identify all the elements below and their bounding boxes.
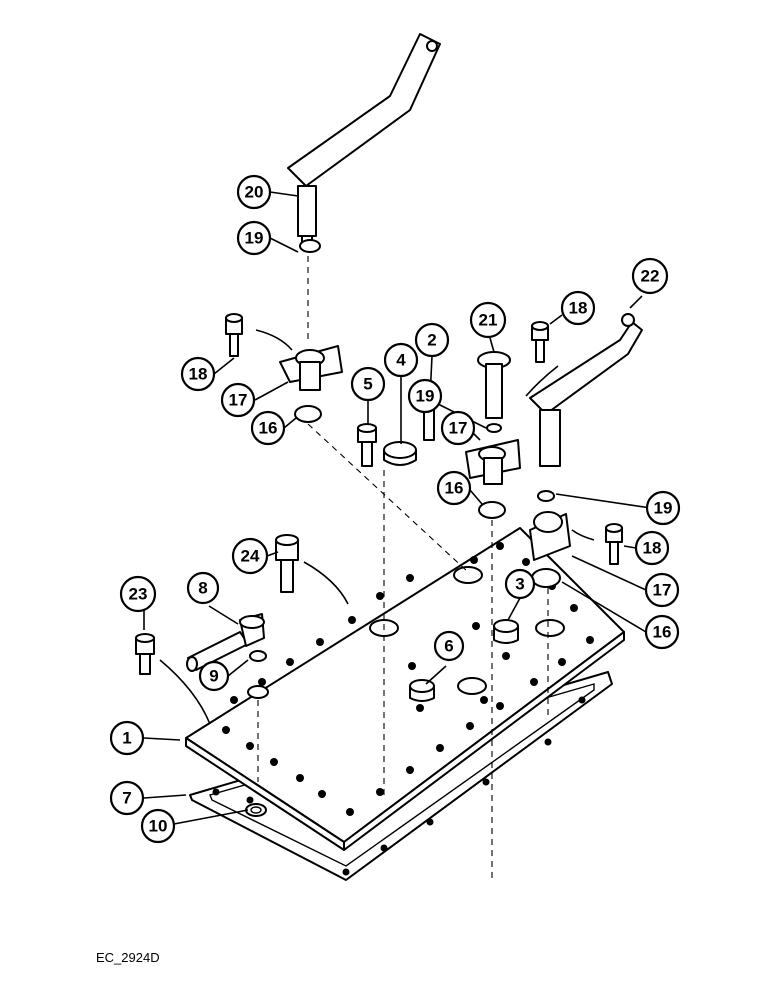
callout: 2 xyxy=(414,322,450,358)
bolt xyxy=(531,321,549,363)
callout-number: 8 xyxy=(198,579,207,598)
callout: 17 xyxy=(220,382,256,418)
plug xyxy=(409,679,435,702)
callout-number: 18 xyxy=(643,539,662,558)
callout-number: 16 xyxy=(445,479,464,498)
callout: 1 xyxy=(109,720,145,756)
callout-number: 16 xyxy=(653,623,672,642)
callout-number: 17 xyxy=(229,391,248,410)
o-ring xyxy=(486,423,502,433)
callout: 22 xyxy=(631,257,669,295)
callout-number: 2 xyxy=(427,331,436,350)
callout: 18 xyxy=(560,290,596,326)
callout: 8 xyxy=(186,571,220,605)
callout-number: 23 xyxy=(129,585,148,604)
callout-number: 10 xyxy=(149,817,168,836)
callout: 18 xyxy=(180,356,216,392)
callout: 16 xyxy=(250,410,286,446)
bolt xyxy=(135,633,155,675)
callout-number: 20 xyxy=(245,183,264,202)
callout: 21 xyxy=(469,301,507,339)
seal xyxy=(478,501,506,519)
o-ring xyxy=(299,239,321,253)
callout-number: 19 xyxy=(245,229,264,248)
assembly-lines xyxy=(257,256,549,880)
seal xyxy=(294,405,322,423)
callout: 6 xyxy=(433,630,465,662)
callout-number: 16 xyxy=(259,419,278,438)
callout-number: 18 xyxy=(569,299,588,318)
lever xyxy=(287,33,441,247)
plug-washer xyxy=(245,803,267,817)
bearing-housing xyxy=(529,511,571,561)
bolt xyxy=(357,423,377,467)
callout: 4 xyxy=(383,342,419,378)
callout: 16 xyxy=(644,614,680,650)
callout-number: 17 xyxy=(653,581,672,600)
callout-number: 3 xyxy=(515,575,524,594)
callout-number: 5 xyxy=(363,375,372,394)
callout-number: 9 xyxy=(209,667,218,686)
callout: 24 xyxy=(231,537,269,575)
callout-number: 17 xyxy=(449,419,468,438)
callout: 17 xyxy=(644,572,680,608)
callout: 19 xyxy=(407,378,443,414)
seal xyxy=(531,568,561,588)
callout: 23 xyxy=(119,575,157,613)
callout-number: 1 xyxy=(122,729,131,748)
bolt xyxy=(275,534,299,593)
callout-number: 19 xyxy=(654,499,673,518)
callout-number: 24 xyxy=(241,547,260,566)
callout-number: 4 xyxy=(396,351,406,370)
bearing-housing xyxy=(465,439,521,485)
callout-number: 7 xyxy=(122,789,131,808)
callout: 19 xyxy=(645,490,681,526)
bearing xyxy=(477,351,511,419)
callout-number: 19 xyxy=(416,387,435,406)
lever xyxy=(529,313,643,467)
callout-number: 18 xyxy=(189,365,208,384)
figure-code: EC_2924D xyxy=(96,950,160,965)
leader-lines xyxy=(143,191,652,825)
cap xyxy=(383,441,417,466)
callout: 5 xyxy=(350,366,386,402)
plug xyxy=(493,619,519,644)
callout: 16 xyxy=(436,470,472,506)
callout-number: 21 xyxy=(479,311,498,330)
bolt xyxy=(225,313,243,357)
callout: 10 xyxy=(140,808,176,844)
callout: 7 xyxy=(109,780,145,816)
bearing-housing xyxy=(279,345,343,391)
callout: 20 xyxy=(236,174,272,210)
bolt xyxy=(605,523,623,565)
callout: 18 xyxy=(634,530,670,566)
callout: 9 xyxy=(198,660,230,692)
o-ring xyxy=(537,490,555,502)
callout-number: 6 xyxy=(444,637,453,656)
callout: 19 xyxy=(236,220,272,256)
callout: 17 xyxy=(440,410,476,446)
callout: 3 xyxy=(504,568,536,600)
callout-number: 22 xyxy=(641,267,660,286)
elbow-fitting xyxy=(186,613,267,672)
